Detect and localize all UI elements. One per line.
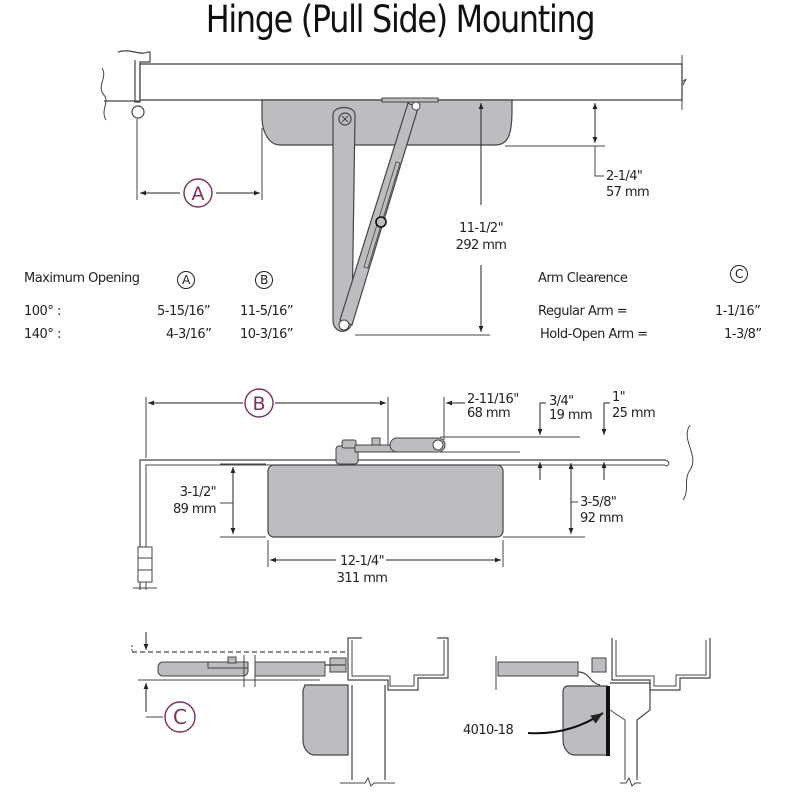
col-a-circle-icon: A bbox=[177, 271, 195, 289]
section-view-regular: C bbox=[131, 632, 449, 787]
callout-a-circle bbox=[183, 178, 213, 208]
col-b-circle-icon: B bbox=[255, 271, 273, 289]
hinge-post bbox=[137, 546, 153, 583]
callout-c-circle bbox=[164, 701, 196, 733]
max-opening-col-a: A bbox=[177, 271, 195, 289]
max-opening-row-angle: 140° : bbox=[24, 327, 61, 342]
dim-shoe-imperial: 2-11/16" bbox=[467, 392, 519, 407]
drop-plate-strip bbox=[606, 686, 610, 756]
dim-length-imperial: 12-1/4" bbox=[340, 554, 384, 569]
dim-height-metric: 89 mm bbox=[173, 502, 216, 517]
front-view: B 2-11/16" 68 mm 3/4" 19 mm 1" 25 mm 3-1… bbox=[133, 388, 694, 590]
arm-clearance-row-value: 1-1/16” bbox=[715, 304, 761, 319]
dim-reach-metric: 292 mm bbox=[456, 238, 507, 253]
dim-1-imperial: 1" bbox=[612, 390, 625, 405]
door-slab bbox=[139, 63, 683, 101]
hinge-pin bbox=[131, 105, 145, 119]
col-c-circle-icon: C bbox=[730, 265, 748, 283]
dim-depth-imperial: 2-1/4" bbox=[606, 169, 642, 184]
section-view-hold-open: 4010-18 bbox=[463, 638, 711, 787]
dim-1-metric: 25 mm bbox=[612, 406, 655, 421]
closer-body-top bbox=[261, 99, 513, 146]
part-number-label: 4010-18 bbox=[463, 723, 513, 738]
callout-b-label: B bbox=[252, 393, 265, 415]
page-title: Hinge (Pull Side) Mounting bbox=[205, 0, 596, 41]
max-opening-row-angle: 100° : bbox=[24, 304, 61, 319]
arm-clearance-heading: Arm Clearence bbox=[538, 271, 628, 286]
max-opening-col-b: B bbox=[255, 271, 273, 289]
dim-depth-metric: 57 mm bbox=[606, 185, 649, 200]
dim-offset-imperial: 3-5/8" bbox=[580, 495, 616, 510]
dim-shoe-metric: 68 mm bbox=[467, 406, 510, 421]
arm-clearance-row-value: 1-3/8” bbox=[724, 327, 762, 342]
max-opening-heading: Maximum Opening bbox=[24, 271, 140, 286]
max-opening-row-b: 10-3/16” bbox=[240, 327, 294, 342]
arm-clearance-col-c: C bbox=[730, 265, 748, 283]
dim-length-metric: 311 mm bbox=[337, 571, 388, 586]
dim-reach-imperial: 11-1/2" bbox=[459, 221, 503, 236]
dim-height-imperial: 3-1/2" bbox=[180, 485, 216, 500]
callout-arrow bbox=[527, 712, 604, 735]
dim-offset-metric: 92 mm bbox=[580, 511, 623, 526]
dim-34-imperial: 3/4" bbox=[549, 394, 574, 409]
max-opening-row-b: 11-5/16” bbox=[240, 304, 294, 319]
callout-b-circle bbox=[244, 388, 274, 418]
callout-a-label: A bbox=[192, 183, 205, 205]
arm-clearance-row-label: Regular Arm = bbox=[538, 304, 628, 319]
max-opening-row-a: 4-3/16” bbox=[166, 327, 212, 342]
callout-c-label: C bbox=[173, 705, 187, 729]
max-opening-row-a: 5-15/16” bbox=[157, 304, 211, 319]
closer-body-front bbox=[267, 464, 504, 538]
top-view: A 2-1/4" 57 mm 11-1/2" 292 mm bbox=[100, 50, 687, 336]
dim-34-metric: 19 mm bbox=[549, 408, 592, 423]
arm-clearance-row-label: Hold-Open Arm = bbox=[540, 327, 648, 342]
